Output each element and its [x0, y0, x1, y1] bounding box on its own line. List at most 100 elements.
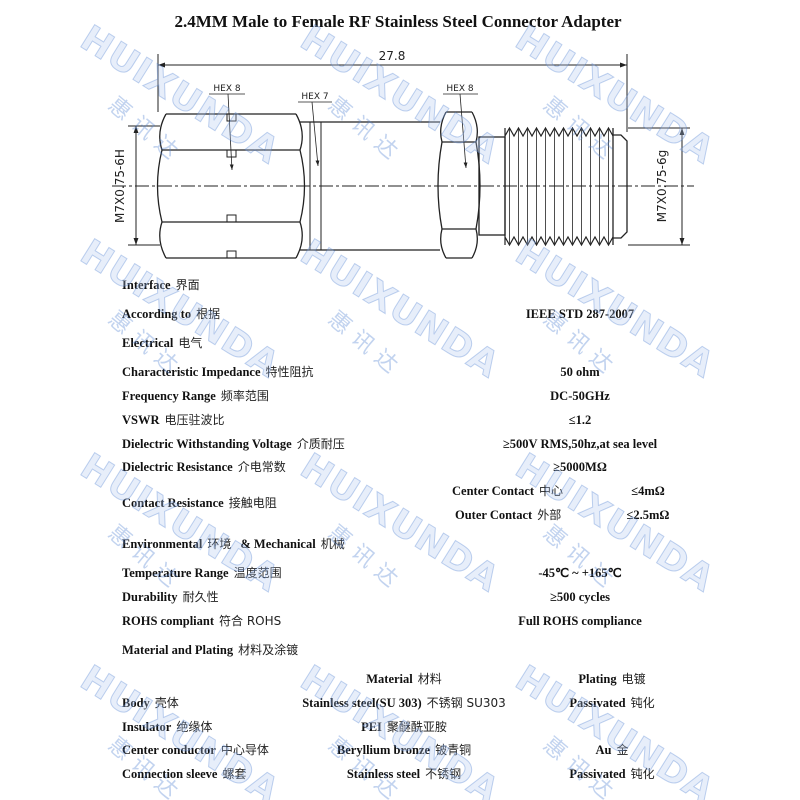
sub-label-cn: 中心 [539, 484, 564, 498]
material-en: PEI [361, 720, 382, 734]
section-material-en: Material and Plating [122, 643, 234, 657]
material-en: Beryllium bronze [336, 743, 431, 757]
adapter-end-cap [612, 128, 628, 245]
spec-label-en: VSWR [122, 413, 160, 427]
spec-label-cn: 符合 ROHS [219, 614, 282, 628]
table-row-center-conductor-part: Center conductor 中心导体 [122, 742, 269, 758]
center-contact-label: Center Contact 中心 [452, 483, 563, 499]
part-en: Body [122, 696, 150, 710]
spec-dielectric-resistance-value: ≥5000MΩ [553, 460, 607, 474]
spec-label-cn: 特性阻抗 [265, 365, 314, 379]
spec-according-to-label: According to 根据 [122, 306, 220, 322]
spec-impedance-label: Characteristic Impedance 特性阻抗 [122, 364, 314, 380]
table-header-plating: Plating 电镀 [542, 671, 682, 687]
header-en: Material [366, 672, 413, 686]
sub-label-cn: 外部 [537, 508, 562, 522]
hex-right-leader [459, 93, 468, 169]
header-en: Plating [578, 672, 617, 686]
section-material-cn: 材料及涂镀 [238, 643, 299, 657]
spec-vswr-value: ≤1.2 [568, 413, 592, 427]
material-cn: 铍青铜 [435, 743, 472, 757]
spec-temperature-label: Temperature Range 温度范围 [122, 565, 282, 581]
section-interface-en: Interface [122, 278, 171, 292]
plating-en: Passivated [569, 696, 626, 710]
table-row-connection-sleeve-part: Connection sleeve 螺套 [122, 766, 247, 782]
spec-label-cn: 接触电阻 [228, 496, 277, 510]
part-cn: 壳体 [154, 696, 179, 710]
hex-left-label: HEX 8 [213, 84, 240, 94]
spec-label-cn: 介电常数 [237, 460, 286, 474]
spec-label-cn: 电压驻波比 [164, 413, 225, 427]
section-electrical-en: Electrical [122, 336, 174, 350]
spec-frequency-label: Frequency Range 频率范围 [122, 388, 269, 404]
material-en: Stainless steel [346, 767, 421, 781]
plating-cn: 钝化 [630, 767, 655, 781]
thread-right-label: M7X0.75-6g [655, 150, 669, 223]
spec-label-en: Characteristic Impedance [122, 365, 261, 379]
center-contact-value: ≤4mΩ [631, 484, 665, 498]
plating-en: Passivated [569, 767, 626, 781]
part-cn: 中心导体 [220, 743, 269, 757]
thread-right-dimension [628, 127, 690, 246]
material-cn: 聚醚酰亚胺 [386, 720, 447, 734]
table-row-connection-sleeve-plating: Passivated 钝化 [542, 766, 682, 782]
watermark-chinese: 惠讯达 [538, 519, 624, 597]
sub-label-en: Center Contact [452, 484, 535, 498]
spec-label-en: Frequency Range [122, 389, 216, 403]
watermark-chinese: 惠讯达 [323, 519, 409, 597]
spec-rohs-value: Full ROHS compliance [518, 614, 642, 628]
table-row-body-material: Stainless steel(SU 303)不锈钢 SU303 [284, 695, 524, 711]
spec-rohs-label: ROHS compliant 符合 ROHS [122, 613, 281, 629]
spec-label-cn: 频率范围 [220, 389, 269, 403]
spec-dielectric-resistance-label: Dielectric Resistance 介电常数 [122, 459, 286, 475]
section-environmental-cn: 环境 [207, 537, 232, 551]
spec-label-en: Dielectric Withstanding Voltage [122, 437, 292, 451]
spec-dwv-value: ≥500V RMS,50hz,at sea level [502, 437, 658, 451]
thread-left-dimension [128, 125, 160, 246]
spec-label-cn: 根据 [196, 307, 221, 321]
right-hex [437, 111, 481, 259]
hex-left-leader [227, 93, 234, 171]
watermark-chinese: 惠讯达 [103, 731, 189, 800]
hex-middle-label: HEX 7 [301, 92, 328, 102]
thread-left-label: M7X0.75-6H [113, 149, 127, 223]
plating-cn: 钝化 [630, 696, 655, 710]
part-en: Connection sleeve [122, 767, 218, 781]
table-row-body-part: Body 壳体 [122, 695, 179, 711]
overall-length-label: 27.8 [379, 49, 406, 63]
header-cn: 电镀 [621, 672, 646, 686]
spec-according-to-value: IEEE STD 287-2007 [525, 307, 635, 321]
hex-middle-callout: HEX 7 [298, 92, 332, 167]
spec-label-en: According to [122, 307, 192, 321]
spec-label-cn: 耐久性 [182, 590, 219, 604]
table-row-body-plating: Passivated 钝化 [542, 695, 682, 711]
table-row-insulator-material: PEI 聚醚酰亚胺 [284, 719, 524, 735]
table-row-center-conductor-material: Beryllium bronze 铍青铜 [284, 742, 524, 758]
spec-vswr-label: VSWR 电压驻波比 [122, 412, 225, 428]
part-cn: 绝缘体 [176, 720, 213, 734]
section-mechanical-cn: 机械 [320, 537, 345, 551]
section-mechanical-en: & Mechanical [240, 537, 316, 551]
spec-label-cn: 介质耐压 [296, 437, 345, 451]
spec-label-en: ROHS compliant [122, 614, 215, 628]
section-environmental: Environmental 环境 & Mechanical 机械 [122, 536, 345, 552]
sub-label-en: Outer Contact [455, 508, 533, 522]
spec-label-cn: 温度范围 [233, 566, 282, 580]
part-cn: 螺套 [222, 767, 247, 781]
male-thread-crests [509, 128, 609, 245]
watermark-chinese: 惠讯达 [538, 731, 624, 800]
part-en: Center conductor [122, 743, 216, 757]
overall-length-dimension [157, 54, 628, 132]
spec-label-en: Dielectric Resistance [122, 460, 233, 474]
spec-label-en: Temperature Range [122, 566, 229, 580]
section-environmental-en: Environmental [122, 537, 203, 551]
hex-right-callout: HEX 8 [443, 84, 478, 169]
